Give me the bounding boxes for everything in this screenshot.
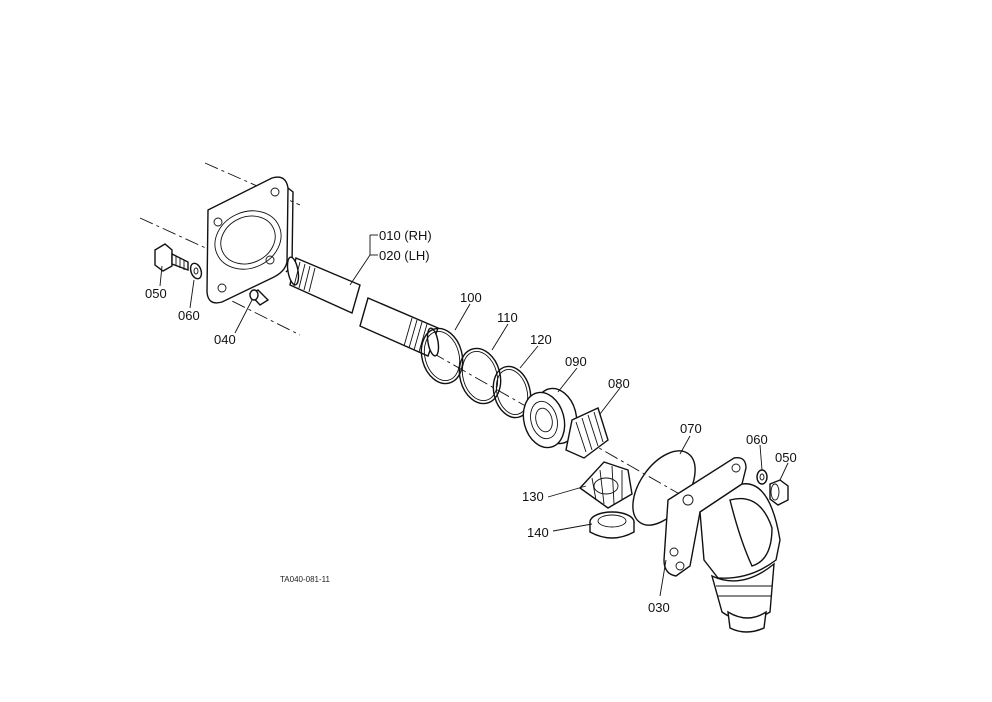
callout-090: 090 xyxy=(565,354,587,369)
callout-labels: 010 (RH) 020 (LH) 050 060 040 100 110 12… xyxy=(145,228,797,615)
callout-060-left: 060 xyxy=(178,308,200,323)
bevel-gear-130 xyxy=(578,461,633,509)
callout-040: 040 xyxy=(214,332,236,347)
gear-case-030 xyxy=(663,457,781,633)
callout-110: 110 xyxy=(497,310,518,325)
bevel-gear-080 xyxy=(565,407,609,459)
callout-010: 010 (RH) xyxy=(379,228,432,243)
mounting-flange xyxy=(206,176,294,304)
shaft-010-020 xyxy=(286,256,440,357)
callout-050-right: 050 xyxy=(775,450,797,465)
ring-120 xyxy=(492,365,532,419)
leader-lines xyxy=(159,234,789,597)
bolt-050-right xyxy=(769,479,789,506)
callout-080: 080 xyxy=(608,376,630,391)
washer-060-left xyxy=(189,262,203,280)
callout-050-left: 050 xyxy=(145,286,167,301)
callout-030: 030 xyxy=(648,600,670,615)
washer-060-right xyxy=(756,469,768,485)
callout-020: 020 (LH) xyxy=(379,248,430,263)
pin-040 xyxy=(248,289,270,306)
callout-100: 100 xyxy=(460,290,482,305)
callout-140: 140 xyxy=(527,525,549,540)
callout-120: 120 xyxy=(530,332,552,347)
bearing-090 xyxy=(522,387,578,449)
bearing-140 xyxy=(589,511,635,539)
callout-130: 130 xyxy=(522,489,544,504)
bolt-050-left xyxy=(154,243,189,272)
callout-070: 070 xyxy=(680,421,702,436)
snap-ring-100 xyxy=(420,327,464,385)
callout-060-right: 060 xyxy=(746,432,768,447)
figure-code: TA040-081-11 xyxy=(280,575,331,584)
